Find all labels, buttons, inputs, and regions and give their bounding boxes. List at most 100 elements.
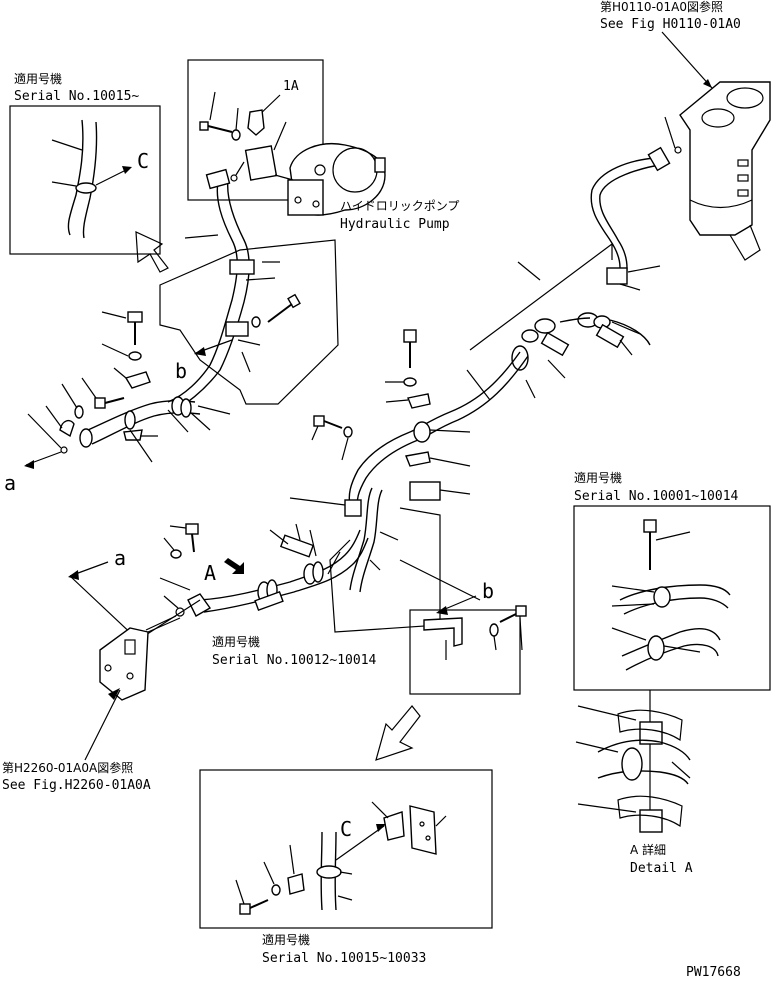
c-arrowhead <box>122 166 132 174</box>
leader <box>547 359 566 379</box>
hose-pump-edge <box>175 179 250 411</box>
leader <box>466 369 491 401</box>
hose-cooler-edge <box>599 163 666 281</box>
leader <box>439 489 471 495</box>
leader <box>611 585 655 593</box>
leader <box>263 861 275 885</box>
leader <box>327 551 341 575</box>
marker-b-upper: b <box>175 359 187 383</box>
bolt-8 <box>499 605 527 623</box>
washer-4 <box>74 405 84 419</box>
clamp-center <box>344 499 362 517</box>
leader <box>517 261 541 281</box>
group-boundary-center <box>329 507 441 633</box>
bolt-1 <box>199 121 233 133</box>
detail-hose-a <box>597 739 691 761</box>
marker-c-lower: C <box>340 817 352 841</box>
leader <box>371 801 389 819</box>
leader <box>184 234 219 239</box>
detail-bracket-bottom <box>617 795 683 828</box>
washer-9 <box>271 884 281 896</box>
clamp-half-2 <box>407 393 431 409</box>
serial3-en: Serial No.10012~10014 <box>212 653 377 668</box>
washer-2 <box>251 316 261 328</box>
leader <box>671 761 691 779</box>
split-flange <box>59 419 75 438</box>
serial2-en: Serial No.10001~10014 <box>574 489 739 504</box>
leader <box>385 399 409 403</box>
serial2-hose-b <box>621 628 721 657</box>
leader <box>245 277 276 281</box>
leader <box>575 741 619 753</box>
leader <box>379 531 399 541</box>
leader <box>619 339 633 356</box>
leader <box>519 617 523 651</box>
leader <box>611 321 641 335</box>
detail-en: Detail A <box>630 861 693 876</box>
valve-ref-line <box>84 689 121 761</box>
serial2-hose-b-edge <box>625 643 719 671</box>
serial4-bracket-a <box>383 811 405 841</box>
oring-lower <box>175 607 185 617</box>
leader <box>429 457 471 467</box>
clamp-pump-1 <box>229 259 255 275</box>
leader <box>163 595 179 609</box>
clamp-half-1 <box>124 371 151 389</box>
hose-flange-top <box>205 168 231 190</box>
serial2-hose-a <box>619 584 731 601</box>
marker-a-left: a <box>4 471 16 495</box>
leader <box>339 871 353 875</box>
leader <box>341 437 349 461</box>
detail-bracket-top <box>617 709 683 742</box>
hole <box>419 821 425 827</box>
bolt-6 <box>313 415 343 429</box>
leader <box>237 339 261 346</box>
serial1-hose-edge <box>82 121 98 239</box>
washer-3 <box>128 351 142 361</box>
leader <box>159 577 191 591</box>
bolt-4 <box>94 397 125 409</box>
serial2-box <box>573 505 771 691</box>
washer-5 <box>403 377 417 387</box>
serial3-jp: 適用号機 <box>212 634 260 649</box>
hose-middle <box>348 351 521 506</box>
hydraulic-pump <box>287 143 386 216</box>
oring-left <box>60 446 68 454</box>
serial4-box <box>199 769 493 929</box>
leader <box>113 367 127 379</box>
drawing-number: PW17668 <box>686 965 741 980</box>
ref-top-leader <box>661 31 713 89</box>
leader-long <box>399 559 481 601</box>
bracket-box <box>409 609 521 695</box>
serial4-en: Serial No.10015~10033 <box>262 951 426 966</box>
leader <box>209 91 216 121</box>
pump-label-en: Hydraulic Pump <box>340 217 450 232</box>
leader <box>169 525 187 529</box>
leader <box>61 383 78 409</box>
clamp-middle <box>413 421 431 443</box>
leader <box>189 411 211 431</box>
serial4-jp: 適用号機 <box>262 932 310 947</box>
leader <box>429 429 471 433</box>
hose-pump <box>167 181 238 403</box>
leader <box>235 879 245 905</box>
leader <box>51 139 83 151</box>
c-arrowhead-2 <box>376 824 386 832</box>
leader <box>289 844 295 875</box>
elbow-fitting <box>247 109 265 136</box>
detail-clamp-top <box>639 721 663 745</box>
bracket <box>423 617 463 647</box>
b-arrowhead <box>194 347 206 356</box>
detail-clamp-bottom <box>639 809 663 833</box>
bolt-2 <box>267 293 301 323</box>
leader <box>241 351 251 373</box>
clamp-pump-2 <box>225 321 249 337</box>
bolt-7 <box>185 523 199 553</box>
ref-top-arrowhead <box>703 79 712 88</box>
A-pointer-arrow <box>224 558 244 574</box>
bolt-10 <box>643 519 657 570</box>
marker-1a: 1A <box>283 79 299 94</box>
detail-hose-a-edge <box>597 770 689 785</box>
pump-flange-block <box>244 145 278 181</box>
